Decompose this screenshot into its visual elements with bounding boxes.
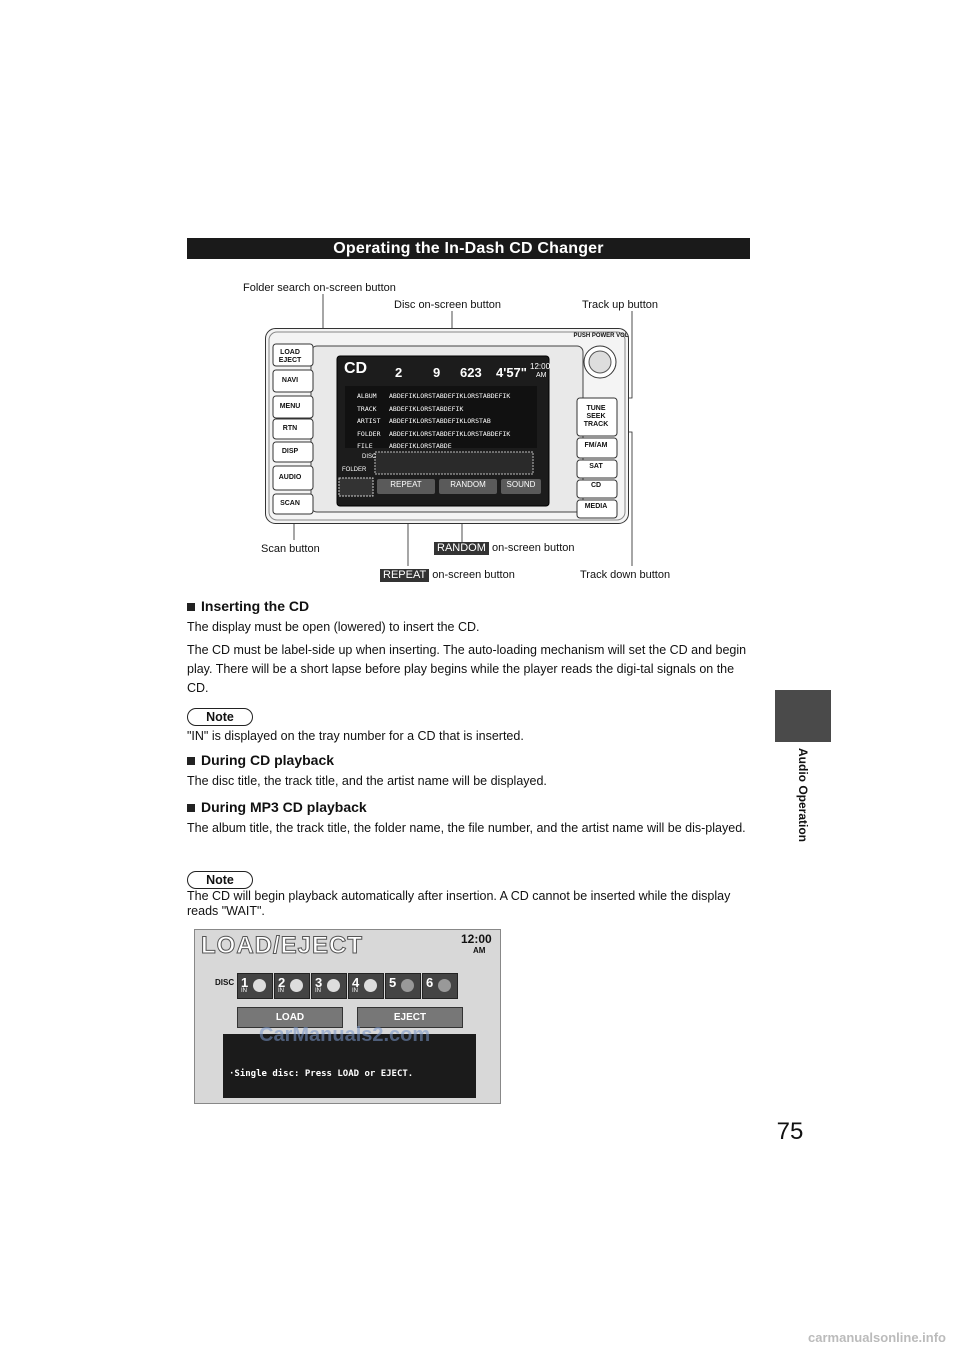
right-hardkeys xyxy=(576,397,618,519)
screen-mode: CD xyxy=(344,360,368,377)
hardkey-sat[interactable]: SAT xyxy=(589,463,603,470)
callout-random: RANDOM on-screen button xyxy=(434,542,575,555)
overlay-watermark: CarManuals2.com xyxy=(259,1024,431,1046)
paragraph: The disc title, the track title, and the… xyxy=(187,774,547,788)
load-eject-disc-label: DISC xyxy=(215,978,235,987)
callout-track-down: Track down button xyxy=(580,569,671,581)
screen-ampm: AM xyxy=(536,372,547,379)
note-label: Note xyxy=(187,708,253,726)
callout-disc: Disc on-screen button xyxy=(394,299,501,311)
screen-disc-number: 2 xyxy=(395,365,403,380)
repeat-soft-button[interactable]: REPEAT xyxy=(390,480,422,489)
paragraph: The album title, the track title, the fo… xyxy=(187,821,746,835)
load-eject-clock: 12:00 xyxy=(461,932,492,946)
callout-scan: Scan button xyxy=(261,543,320,555)
hardkey-disp[interactable]: DISP xyxy=(281,448,299,455)
screen-elapsed-time: 4'57" xyxy=(496,365,527,380)
footer-watermark: carmanualsonline.info xyxy=(808,1330,946,1345)
hardkey-tune-seek-track[interactable]: TUNE SEEK TRACK xyxy=(583,405,609,428)
note-label: Note xyxy=(187,871,253,889)
section-tab xyxy=(775,690,831,742)
disc-slot-1[interactable]: 1 IN xyxy=(237,973,273,999)
hardkey-scan[interactable]: SCAN xyxy=(280,500,300,507)
disc-icon xyxy=(327,979,340,992)
load-eject-title: LOAD/EJECT xyxy=(200,932,364,960)
screen-folder-label: FOLDER xyxy=(342,467,367,473)
section-tab-label: Audio Operation xyxy=(796,748,810,842)
sound-soft-button[interactable]: SOUND xyxy=(506,480,536,489)
disc-icon xyxy=(364,979,377,992)
random-tag: RANDOM xyxy=(434,542,489,555)
section-bullet-icon xyxy=(187,757,195,766)
random-callout-text: on-screen button xyxy=(491,542,575,554)
screen-clock: 12:00 xyxy=(530,362,551,371)
load-button[interactable]: LOAD xyxy=(237,1007,343,1028)
load-eject-screen: LOAD/EJECT 12:00 AM DISC 1 IN 2 IN 3 IN … xyxy=(194,929,501,1214)
disc-slot-4[interactable]: 4 IN xyxy=(348,973,384,999)
instruction-line: then press LOAD EJECT. xyxy=(229,1204,360,1214)
section-bullet-icon xyxy=(187,804,195,813)
callout-folder-search: Folder search on-screen button xyxy=(243,282,396,294)
callout-repeat: REPEAT on-screen button xyxy=(380,569,515,582)
heading-inserting: Inserting the CD xyxy=(187,598,309,614)
hardkey-navi[interactable]: NAVI xyxy=(281,377,299,384)
screen-file-number: 623 xyxy=(460,365,482,380)
disc-slot-5[interactable]: 5 xyxy=(385,973,421,999)
page-number: 75 xyxy=(776,1118,804,1145)
load-eject-ampm: AM xyxy=(473,946,486,955)
disc-slot-3[interactable]: 3 IN xyxy=(311,973,347,999)
cd-unit-panel xyxy=(265,328,629,524)
disc-icon xyxy=(253,979,266,992)
repeat-callout-text: on-screen button xyxy=(432,569,515,581)
power-vol-label: PUSH POWER VOL xyxy=(573,333,629,339)
hardkey-menu[interactable]: MENU xyxy=(279,403,301,410)
heading-cd-playback: During CD playback xyxy=(187,752,334,768)
repeat-tag: REPEAT xyxy=(380,569,430,582)
screen-folder-number: 9 xyxy=(433,365,441,380)
section-bullet-icon xyxy=(187,603,195,612)
hardkey-load-eject[interactable]: LOAD EJECT xyxy=(278,349,302,364)
left-hardkeys xyxy=(272,343,314,515)
disc-icon xyxy=(401,979,414,992)
hardkey-cd[interactable]: CD xyxy=(590,482,602,489)
instruction-line: ·Single disc: Press LOAD or EJECT. xyxy=(229,1069,414,1079)
screen-disc-label: DISC xyxy=(362,454,377,460)
instruction-line: ·All discs: Press and hold LOAD or EJECT… xyxy=(229,1114,452,1124)
disc-icon xyxy=(438,979,451,992)
page-title: Operating the In-Dash CD Changer xyxy=(187,238,750,259)
hardkey-fm-am[interactable]: FM/AM xyxy=(584,442,608,449)
heading-mp3-playback: During MP3 CD playback xyxy=(187,799,367,815)
paragraph: The CD must be label-side up when insert… xyxy=(187,643,747,695)
disc-icon xyxy=(290,979,303,992)
note-text: The CD will begin playback automatically… xyxy=(187,889,731,918)
instruction-line: ·Specific disc: Press disc number(s), xyxy=(229,1159,430,1169)
hardkey-media[interactable]: MEDIA xyxy=(584,503,608,510)
note-text: "IN" is displayed on the tray number for… xyxy=(187,729,524,743)
random-soft-button[interactable]: RANDOM xyxy=(450,480,486,489)
disc-slot-2[interactable]: 2 IN xyxy=(274,973,310,999)
paragraph: The display must be open (lowered) to in… xyxy=(187,620,480,634)
disc-slot-6[interactable]: 6 xyxy=(422,973,458,999)
hardkey-rtn[interactable]: RTN xyxy=(282,425,298,432)
eject-button[interactable]: EJECT xyxy=(357,1007,463,1028)
callout-track-up: Track up button xyxy=(582,299,659,311)
load-eject-instructions: ·Single disc: Press LOAD or EJECT. ·All … xyxy=(223,1034,476,1214)
hardkey-audio[interactable]: AUDIO xyxy=(278,474,302,481)
